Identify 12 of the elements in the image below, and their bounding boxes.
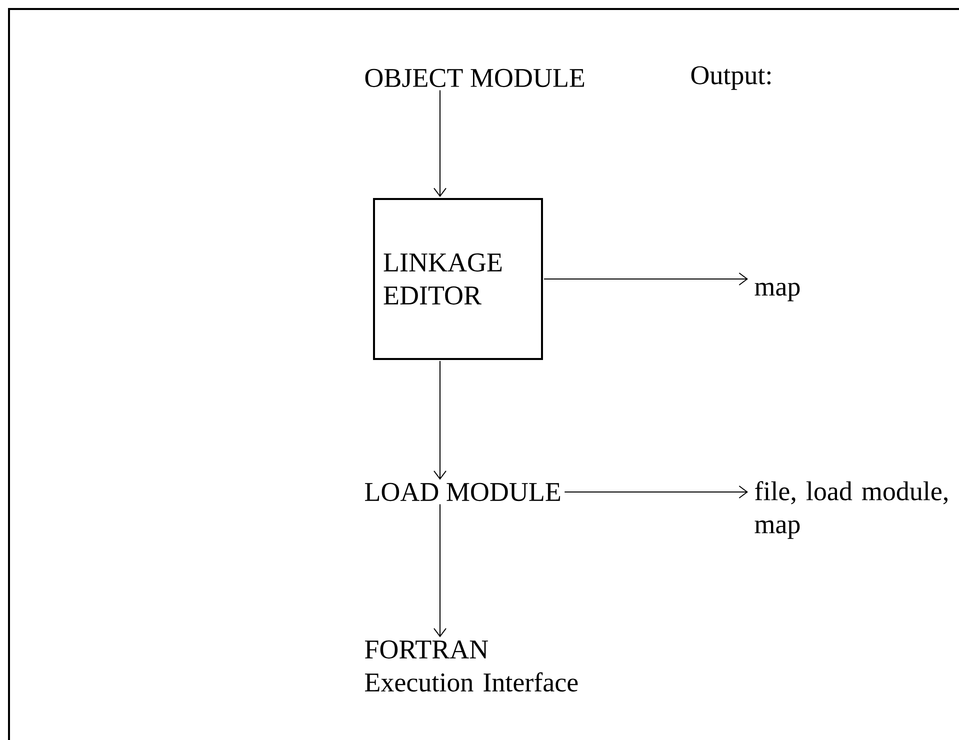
output-label: Output: (691, 66, 771, 90)
arrow (544, 272, 748, 286)
arrow (434, 504, 446, 638)
node-label: map (754, 282, 800, 302)
arrow (434, 90, 446, 197)
node-label: LOAD MODULE (365, 482, 560, 502)
arrow (564, 486, 748, 498)
arrow (434, 360, 446, 480)
process-box: LINKAGE EDITOR (373, 198, 543, 360)
node-label: FORTRAN Execution Interface (365, 640, 578, 692)
node-label: file, load module, map (754, 481, 948, 539)
node-label: OBJECT MODULE (365, 68, 584, 88)
